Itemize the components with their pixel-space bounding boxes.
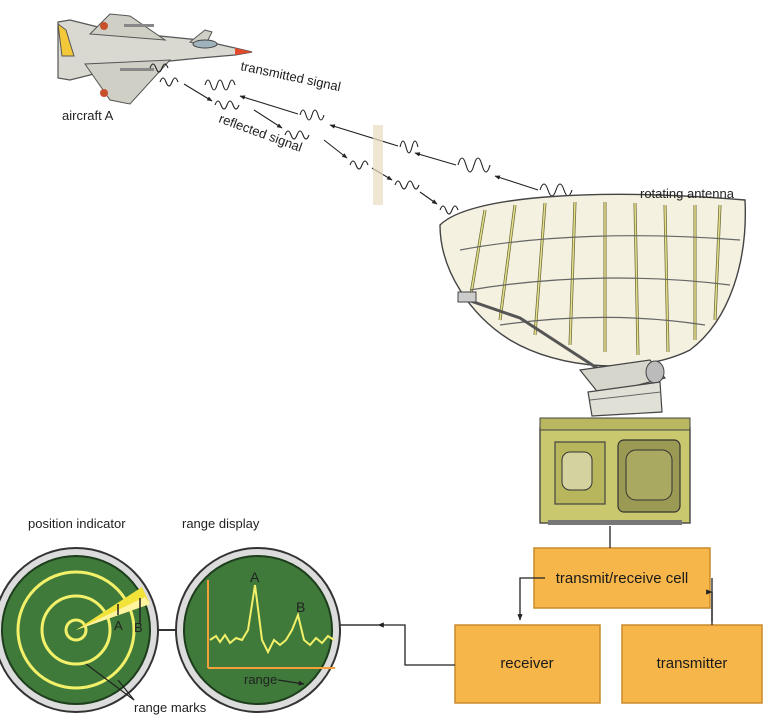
beam-marker <box>373 125 383 205</box>
transmit-receive-label: transmit/receive cell <box>556 570 689 587</box>
antenna-label: rotating antenna <box>640 186 735 201</box>
range-marks-pointers <box>85 663 135 701</box>
transmit-receive-cell: transmit/receive cell <box>533 547 711 609</box>
receiver-box: receiver <box>454 624 601 704</box>
range-peak-a-label: A <box>250 569 260 585</box>
range-display <box>175 547 341 713</box>
aircraft-label: aircraft A <box>62 108 114 123</box>
position-indicator <box>0 547 159 713</box>
transmitted-signal <box>149 63 640 218</box>
antenna-housing <box>539 417 691 525</box>
position-blip-a-label: A <box>114 618 123 633</box>
aircraft-a <box>57 13 253 105</box>
range-axis-label: range <box>244 672 277 687</box>
rotating-antenna <box>439 193 747 417</box>
radar-sweep <box>76 587 150 630</box>
position-indicator-label: position indicator <box>28 516 126 531</box>
transmitter-box: transmitter <box>621 624 763 704</box>
receiver-label: receiver <box>500 655 553 672</box>
range-peak-b-label: B <box>296 599 305 615</box>
reflected-signal-label: reflected signal <box>217 111 304 155</box>
box-connectors <box>377 577 715 666</box>
transmitter-label: transmitter <box>657 655 728 672</box>
range-axis-arrow <box>277 679 305 686</box>
range-display-label: range display <box>182 516 260 531</box>
position-blip-b-label: B <box>134 620 143 635</box>
transmitted-signal-label: transmitted signal <box>239 58 342 94</box>
range-marks-label: range marks <box>134 700 207 715</box>
reflected-signal <box>159 77 501 241</box>
